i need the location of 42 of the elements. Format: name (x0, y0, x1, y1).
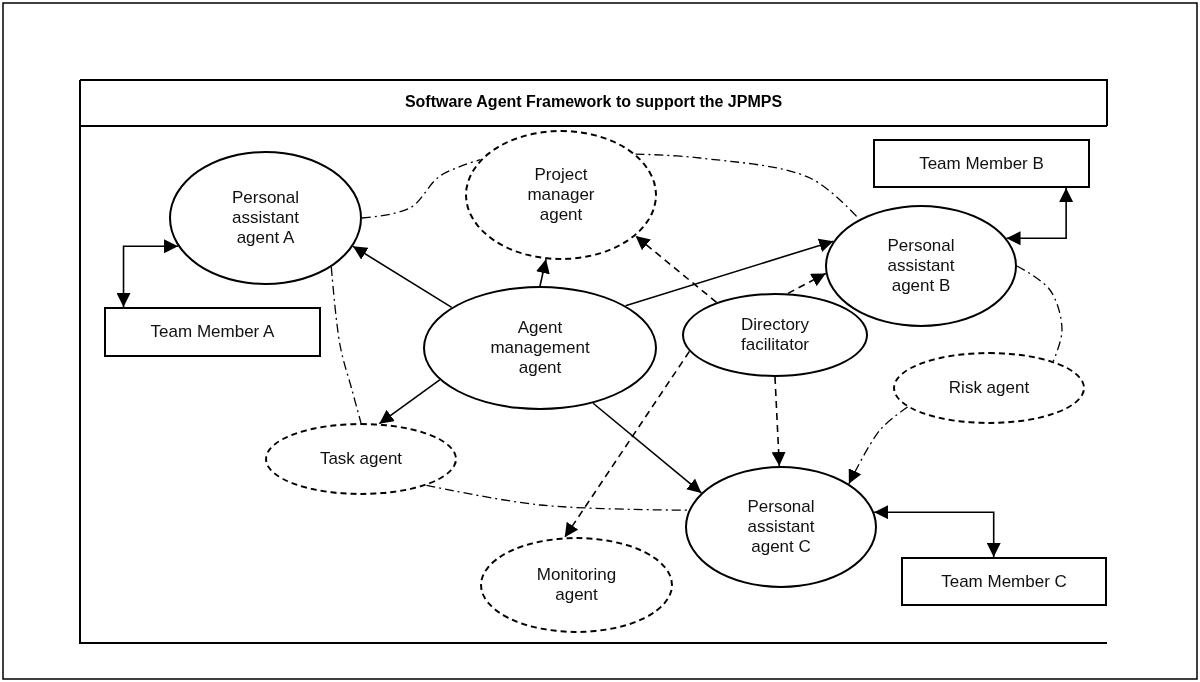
arrow (352, 245, 453, 309)
node-label: Personal assistant agent C (746, 497, 816, 557)
agent-ellipse (893, 352, 1085, 424)
agent-ellipse (465, 130, 657, 260)
arrow (116, 239, 179, 308)
person-box (104, 307, 321, 357)
node-label: Task agent (319, 449, 403, 469)
node-label: Personal assistant agent B (886, 236, 956, 296)
arrow (787, 272, 827, 295)
connector-line (361, 158, 482, 219)
connector-line (425, 484, 690, 511)
person-box (901, 557, 1107, 606)
arrow (536, 258, 550, 287)
node-label: Personal assistant agent A (230, 188, 301, 248)
node-label: Project manager agent (526, 165, 596, 225)
arrow (563, 350, 691, 539)
arrow (1005, 187, 1074, 246)
arrow (634, 235, 718, 304)
arrow (848, 406, 909, 485)
agent-ellipse (825, 205, 1017, 327)
arrow (873, 505, 1001, 558)
arrow (378, 379, 441, 425)
node-label: Monitoring agent (535, 565, 618, 605)
node-label: Team Member A (150, 322, 275, 342)
node-label: Agent management agent (489, 318, 591, 378)
agent-ellipse (480, 537, 673, 633)
person-box (873, 139, 1090, 188)
agent-ellipse (169, 151, 362, 285)
agent-ellipse (685, 466, 877, 588)
connector-line (330, 266, 362, 424)
arrow (624, 238, 835, 307)
agent-ellipse (265, 423, 457, 495)
node-label: Team Member C (941, 571, 1067, 592)
agent-ellipse (682, 293, 868, 377)
node-label: Risk agent (948, 378, 1030, 398)
connector-line (1016, 265, 1063, 362)
diagram-title: Software Agent Framework to support the JPMPS (403, 93, 784, 111)
agent-ellipse (423, 286, 657, 410)
arrow (771, 376, 786, 467)
arrow (592, 402, 703, 494)
node-label: Directory facilitator (740, 315, 810, 355)
node-label: Team Member B (919, 153, 1044, 174)
